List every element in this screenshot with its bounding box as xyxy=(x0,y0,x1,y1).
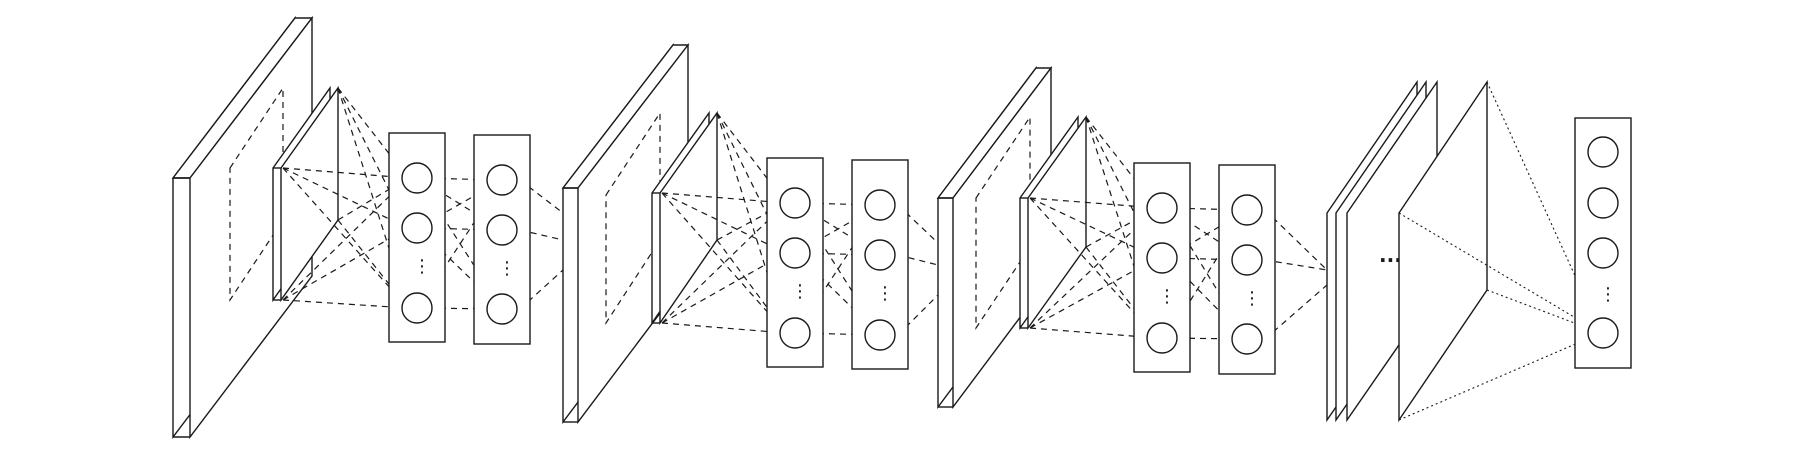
output-column: ⋮ xyxy=(1574,117,1632,369)
vertical-ellipsis: ⋮ xyxy=(1599,284,1617,305)
neuron xyxy=(1146,242,1178,274)
block-3-input-map xyxy=(936,65,1053,410)
output-neuron xyxy=(1587,136,1619,168)
output-neuron xyxy=(1587,317,1619,349)
neuron xyxy=(779,237,811,269)
output-neuron xyxy=(1587,187,1619,219)
output-neuron xyxy=(1587,237,1619,269)
neuron xyxy=(779,187,811,219)
neuron xyxy=(1146,322,1178,354)
neuron xyxy=(401,162,433,194)
neuron xyxy=(1146,192,1178,224)
block-1-neuron-column-1: ⋮ xyxy=(388,132,446,343)
block-3-neuron-column-1: ⋮ xyxy=(1133,162,1191,373)
block-2-neuron-column-1: ⋮ xyxy=(766,157,824,368)
neuron xyxy=(401,292,433,324)
neuron xyxy=(1231,244,1263,276)
neuron xyxy=(401,212,433,244)
conv-block-3: ⋮ ⋮ xyxy=(936,65,1328,410)
vertical-ellipsis: ⋮ xyxy=(498,258,516,279)
neuron xyxy=(779,317,811,349)
neuron xyxy=(486,214,518,246)
vertical-ellipsis: ⋮ xyxy=(791,281,809,302)
stacked-feature-maps: ... xyxy=(1326,79,1488,423)
neuron xyxy=(864,319,896,351)
neuron xyxy=(1231,194,1263,226)
vertical-ellipsis: ⋮ xyxy=(413,256,431,277)
vertical-ellipsis: ⋮ xyxy=(1243,288,1261,309)
vertical-ellipsis: ⋮ xyxy=(876,283,894,304)
vertical-ellipsis: ⋮ xyxy=(1158,286,1176,307)
block-1-input-map xyxy=(171,15,314,440)
block-1-receptive-window xyxy=(229,86,284,302)
block-1-neuron-column-2: ⋮ xyxy=(473,134,531,345)
neuron xyxy=(486,164,518,196)
neuron xyxy=(486,293,518,325)
block-2-kernel xyxy=(651,110,718,326)
conv-block-2: ⋮ ⋮ xyxy=(561,42,939,425)
conv-block-1: ⋮ ⋮ xyxy=(171,15,564,440)
block-3-neuron-column-2: ⋮ xyxy=(1218,164,1276,375)
neuron xyxy=(864,239,896,271)
horizontal-ellipsis: ... xyxy=(1379,243,1402,267)
neuron xyxy=(864,189,896,221)
block-2-neuron-column-2: ⋮ xyxy=(851,159,909,370)
neuron xyxy=(1231,323,1263,355)
block-3-receptive-window xyxy=(975,115,1031,330)
